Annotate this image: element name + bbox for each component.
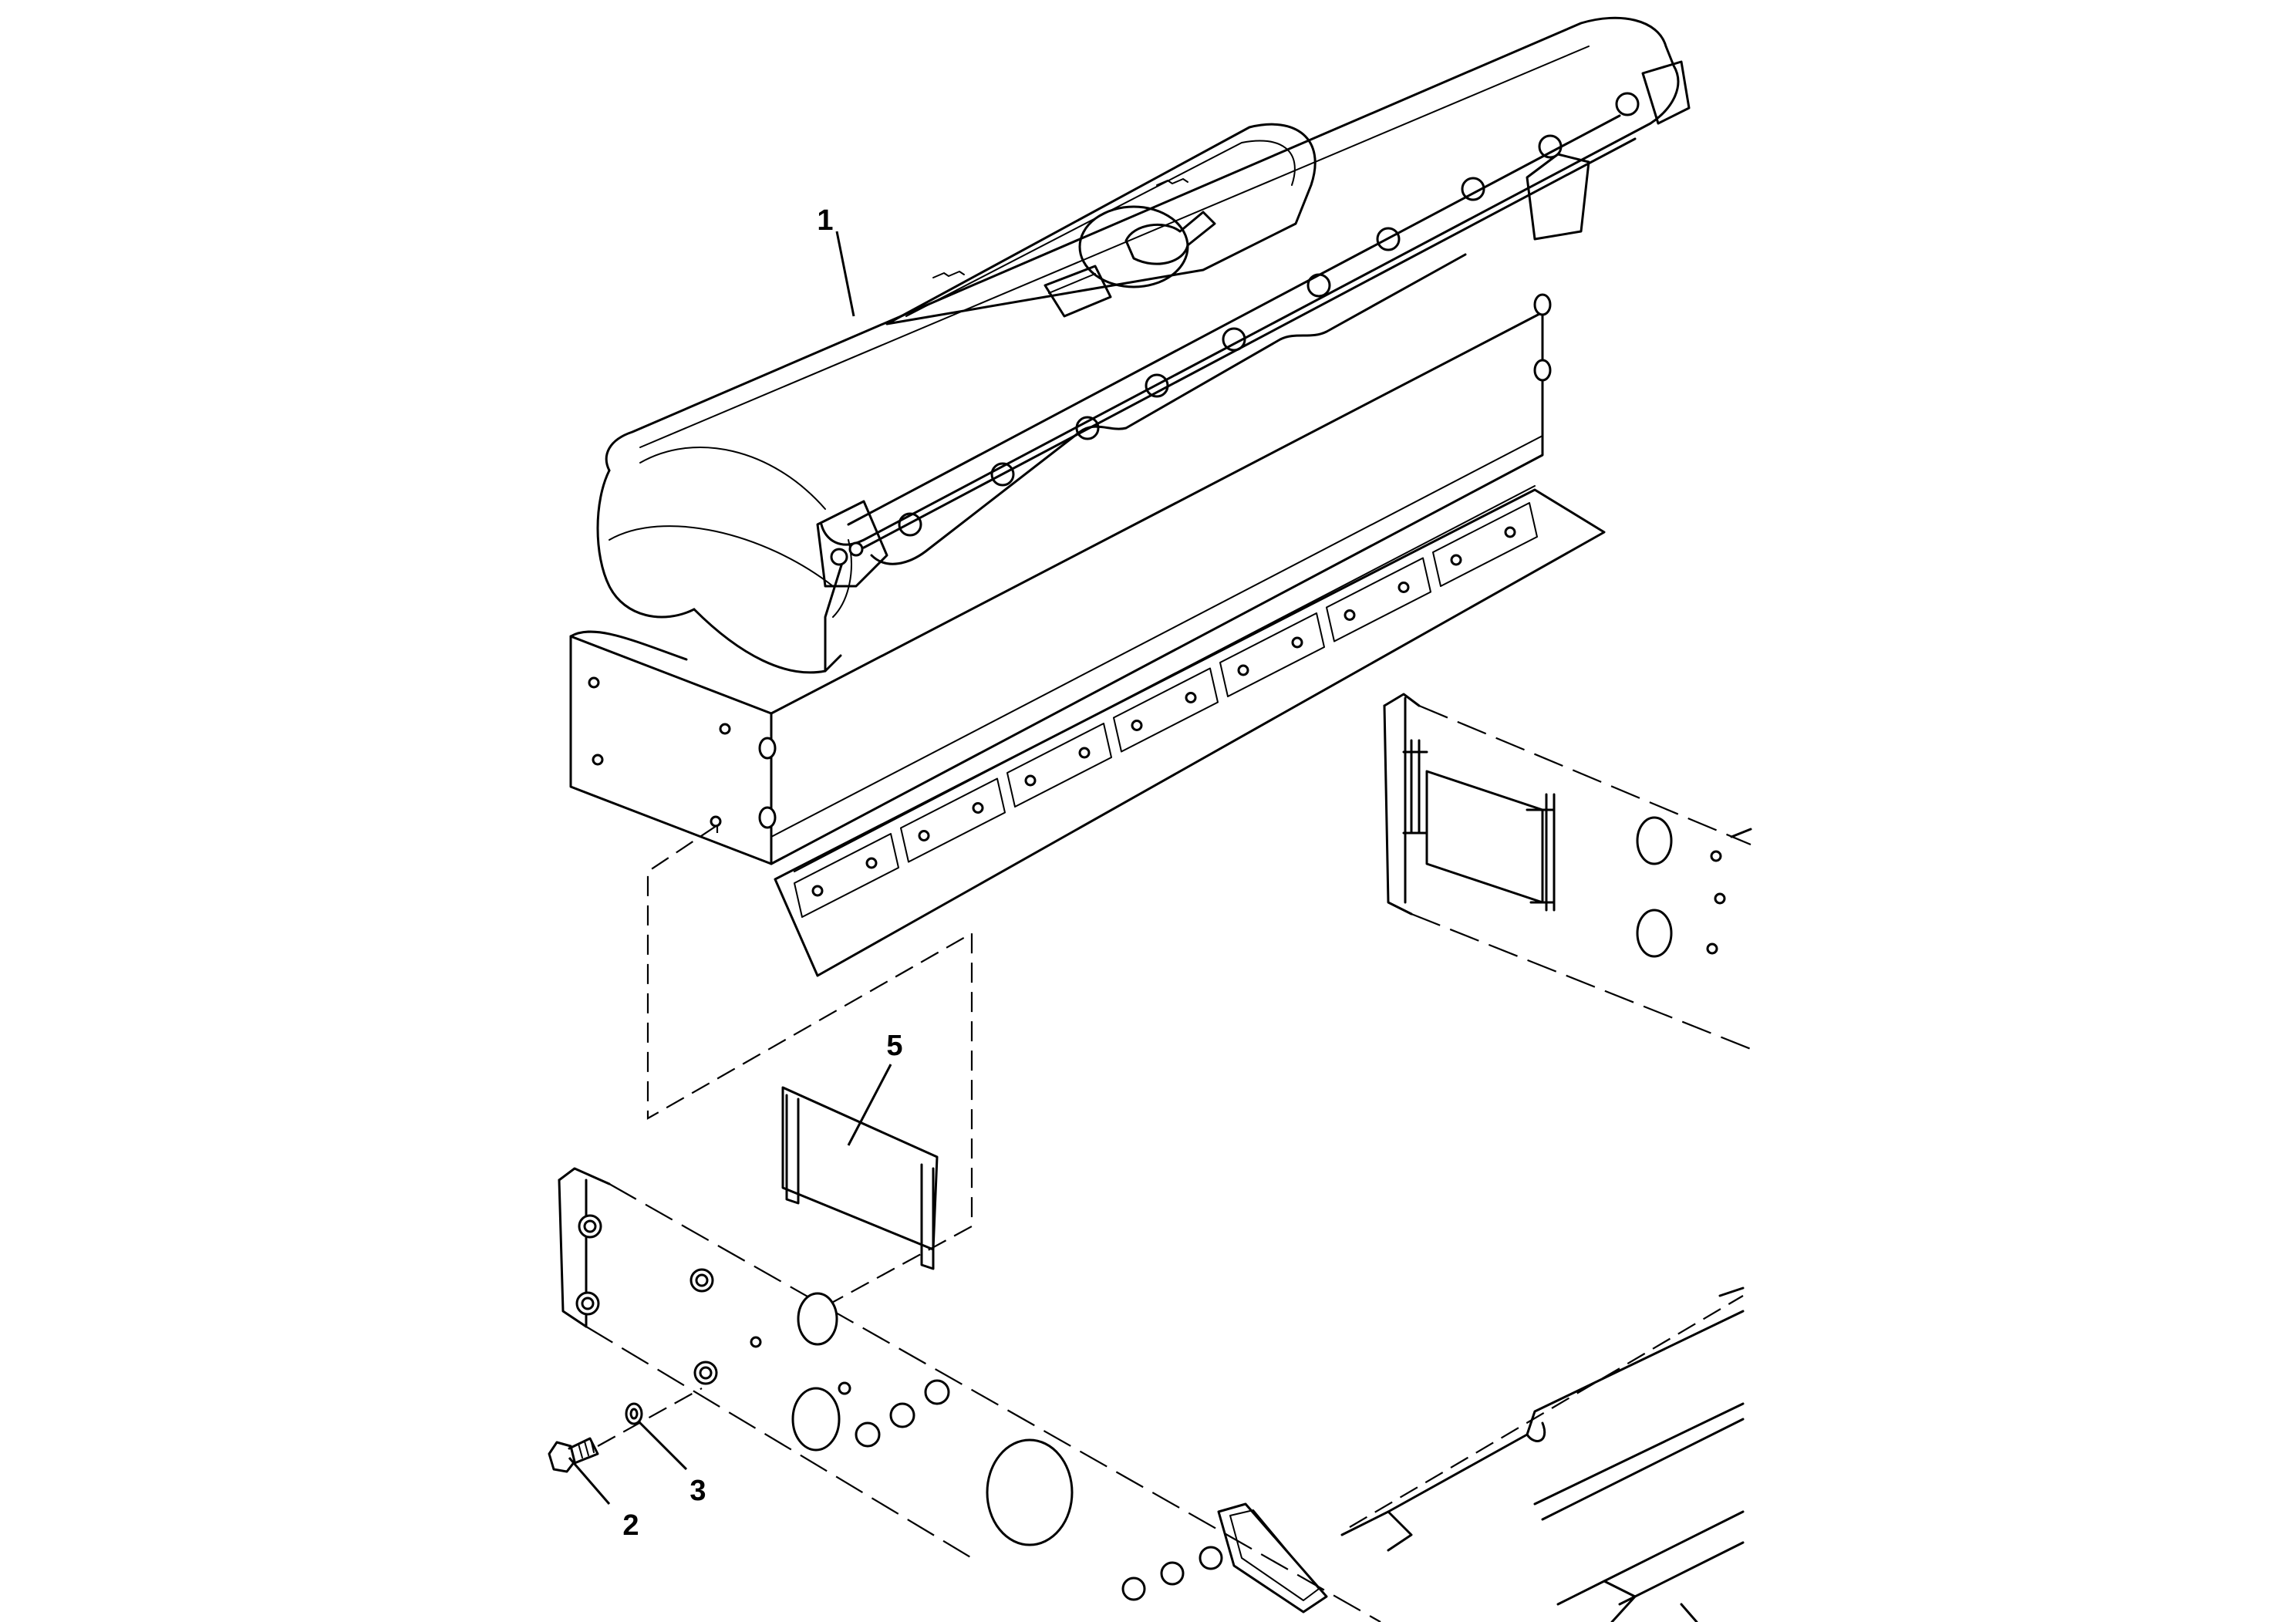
tab-hole xyxy=(1185,692,1197,703)
right-frame-upper xyxy=(1383,693,1752,1050)
hinge-brackets xyxy=(898,92,1640,537)
tab-hole xyxy=(811,885,824,897)
tab-hole xyxy=(1024,774,1037,787)
tab-plate xyxy=(1326,557,1431,642)
callout-3: 3 xyxy=(689,1475,706,1507)
tab-hole xyxy=(1237,664,1249,676)
tab-plate xyxy=(1432,502,1538,587)
callouts: 1 2 3 5 xyxy=(622,204,902,1542)
leader-3 xyxy=(637,1420,688,1471)
part-5-label xyxy=(781,1086,939,1270)
callout-1: 1 xyxy=(817,204,833,237)
part-3-washer xyxy=(625,1402,643,1425)
callout-leaders xyxy=(568,231,892,1505)
part-2-bolt xyxy=(548,1388,703,1473)
tab-plate xyxy=(1219,612,1325,697)
leader-1 xyxy=(835,231,855,317)
tab-plate xyxy=(1113,667,1219,753)
tab-hole xyxy=(1344,609,1356,621)
tab-strip xyxy=(794,485,1538,918)
dashed-assembly-outline xyxy=(646,824,973,1320)
tab-hole xyxy=(1078,747,1091,759)
tab-plate xyxy=(794,833,899,918)
tab-hole xyxy=(1504,526,1516,538)
seat-base-box xyxy=(569,293,1606,977)
callout-5: 5 xyxy=(886,1030,902,1062)
tab-hole xyxy=(918,830,930,841)
leader-2 xyxy=(568,1457,611,1505)
tab-plate xyxy=(900,777,1006,863)
callout-2: 2 xyxy=(622,1509,639,1542)
lower-main-frame xyxy=(558,1167,1745,1622)
tab-hole xyxy=(972,802,984,814)
tab-hole xyxy=(1291,636,1303,649)
tab-hole xyxy=(1131,720,1143,731)
tab-hole xyxy=(865,857,878,869)
part-1-seat-assembly xyxy=(596,16,1691,674)
tab-plate xyxy=(1006,723,1112,808)
tab-hole xyxy=(1450,554,1462,566)
leader-5 xyxy=(847,1064,892,1146)
tab-hole xyxy=(1397,582,1410,593)
